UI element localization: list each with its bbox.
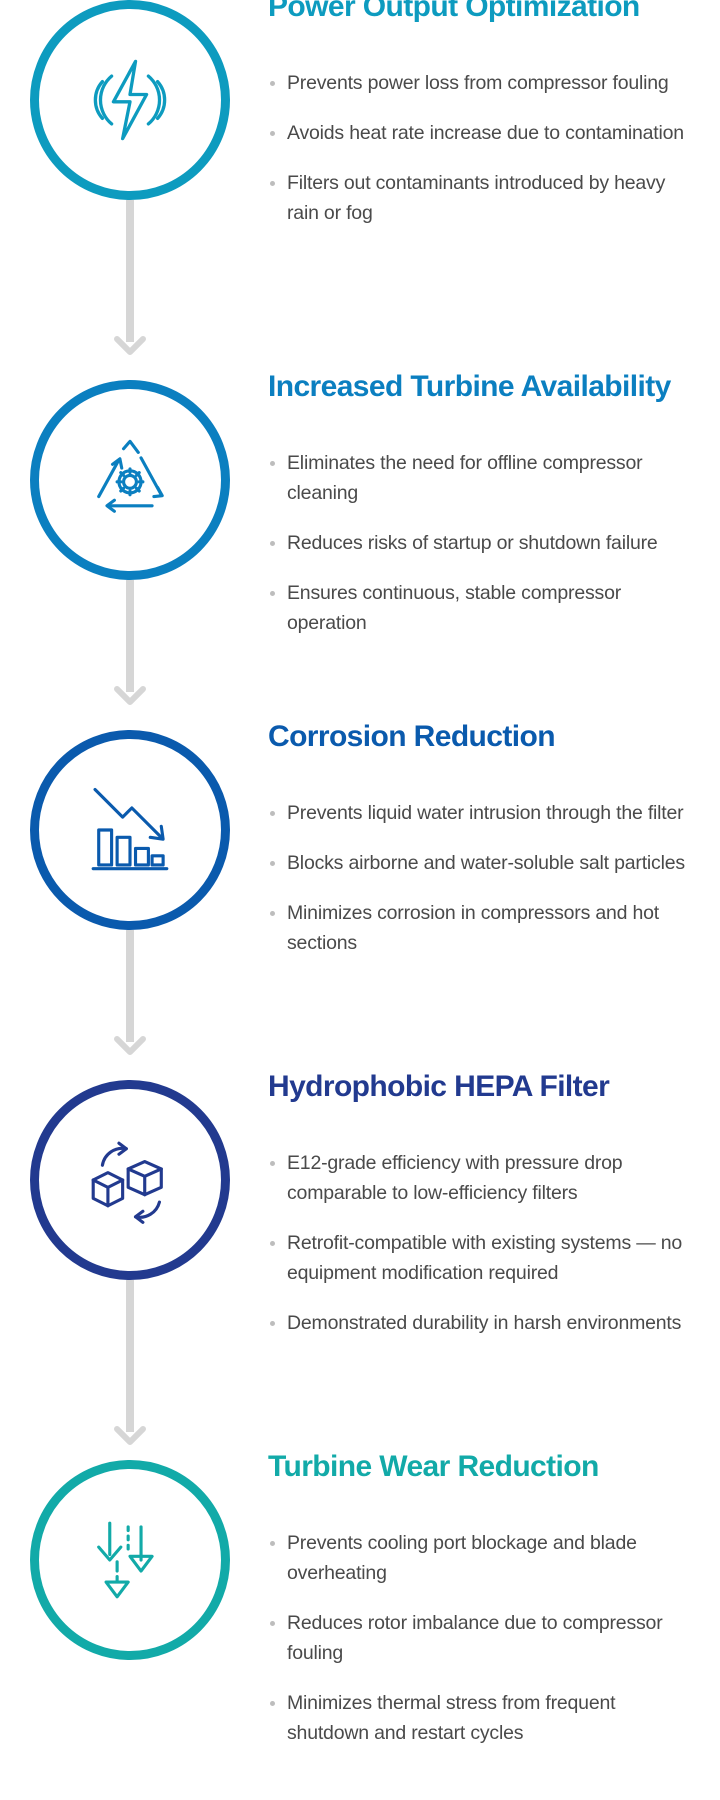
benefit-bullet: Retrofit-compatible with existing system…: [270, 1228, 700, 1288]
benefit-bullet: Minimizes thermal stress from frequent s…: [270, 1688, 700, 1748]
benefit-title: Corrosion Reduction: [268, 720, 556, 753]
benefit-title: Turbine Wear Reduction: [268, 1450, 599, 1483]
icon-ring: [30, 0, 230, 200]
benefit-bullet-list: Prevents cooling port blockage and blade…: [270, 1528, 700, 1768]
benefit-bullet-list: E12-grade efficiency with pressure drop …: [270, 1148, 700, 1358]
benefit-bullet: Avoids heat rate increase due to contami…: [270, 118, 700, 148]
arrow-down-icon: [114, 686, 146, 705]
benefit-bullet: Blocks airborne and water-soluble salt p…: [270, 848, 700, 878]
benefit-title: Increased Turbine Availability: [268, 370, 671, 403]
icon-ring: [30, 730, 230, 930]
benefit-title: Hydrophobic HEPA Filter: [268, 1070, 610, 1103]
icon-ring: [30, 380, 230, 580]
lightning-bolt-waves-icon: [93, 59, 167, 141]
timeline-connector: [126, 1280, 134, 1432]
downward-arrows-icon: [97, 1521, 154, 1599]
declining-bar-chart-icon: [91, 787, 169, 871]
benefit-title: Power Output Optimization: [268, 0, 640, 23]
benefit-bullet: E12-grade efficiency with pressure drop …: [270, 1148, 700, 1208]
benefit-bullet: Demonstrated durability in harsh environ…: [270, 1308, 700, 1338]
timeline-connector: [126, 200, 134, 342]
arrow-down-icon: [114, 336, 146, 355]
timeline-connector: [126, 930, 134, 1042]
benefit-bullet: Prevents liquid water intrusion through …: [270, 798, 700, 828]
icon-ring: [30, 1080, 230, 1280]
benefit-bullet: Minimizes corrosion in compressors and h…: [270, 898, 700, 958]
arrow-down-icon: [114, 1426, 146, 1445]
arrow-down-icon: [114, 1036, 146, 1055]
benefit-bullet-list: Eliminates the need for offline compress…: [270, 448, 700, 658]
benefit-bullet-list: Prevents power loss from compressor foul…: [270, 68, 700, 248]
benefit-bullet: Filters out contaminants introduced by h…: [270, 168, 700, 228]
timeline-connector: [126, 580, 134, 692]
benefit-bullet-list: Prevents liquid water intrusion through …: [270, 798, 700, 978]
benefit-bullet: Prevents power loss from compressor foul…: [270, 68, 700, 98]
benefit-bullet: Reduces risks of startup or shutdown fai…: [270, 528, 700, 558]
benefit-bullet: Prevents cooling port blockage and blade…: [270, 1528, 700, 1588]
icon-ring: [30, 1460, 230, 1660]
benefit-bullet: Ensures continuous, stable compressor op…: [270, 578, 700, 638]
benefit-bullet: Reduces rotor imbalance due to compresso…: [270, 1608, 700, 1668]
gear-recycle-triangle-icon: [97, 439, 164, 513]
benefit-bullet: Eliminates the need for offline compress…: [270, 448, 700, 508]
cubes-exchange-icon: [91, 1141, 163, 1224]
